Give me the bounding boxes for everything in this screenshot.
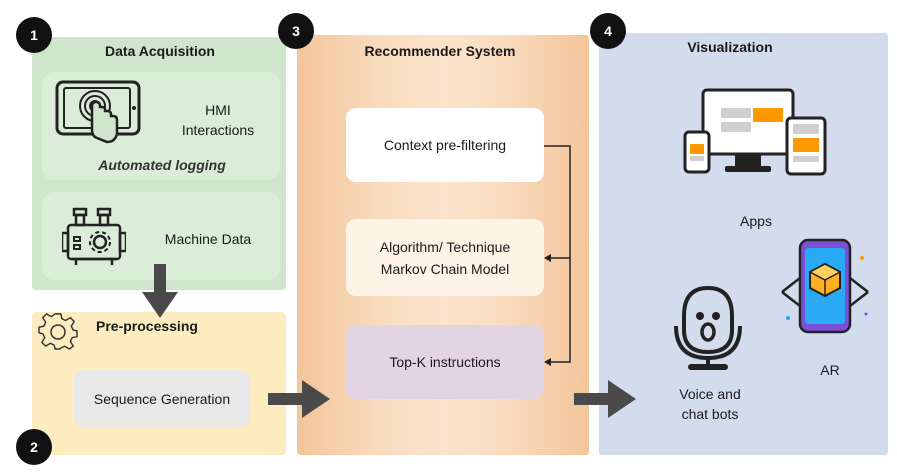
step-number-3: 3 bbox=[278, 13, 314, 49]
touch-tablet-icon bbox=[55, 80, 141, 144]
flow-connector bbox=[544, 145, 571, 366]
gear-icon bbox=[38, 312, 78, 350]
right-arrow-icon bbox=[268, 380, 330, 418]
ar-phone-icon bbox=[781, 238, 869, 334]
sequence-generation-box: Sequence Generation bbox=[74, 370, 250, 427]
voice-assistant-icon bbox=[674, 286, 742, 370]
data-acquisition-title: Data Acquisition bbox=[105, 43, 215, 59]
automated-logging-label: Automated logging bbox=[98, 157, 226, 173]
hmi-card bbox=[42, 72, 280, 180]
visualization-title: Visualization bbox=[687, 39, 773, 55]
context-prefiltering-box: Context pre-filtering bbox=[346, 108, 544, 182]
step-number-1: 1 bbox=[16, 17, 52, 53]
algorithm-box: Algorithm/ Technique Markov Chain Model bbox=[346, 219, 544, 296]
right-arrow-icon bbox=[574, 380, 636, 418]
recommender-system-title: Recommender System bbox=[364, 43, 516, 59]
hmi-interactions-label: HMI Interactions bbox=[181, 102, 255, 138]
topk-instructions-box: Top-K instructions bbox=[346, 325, 544, 399]
step-number-2: 2 bbox=[16, 429, 52, 465]
step-number-4: 4 bbox=[590, 13, 626, 49]
ar-label: AR bbox=[820, 362, 840, 378]
machine-data-label: Machine Data bbox=[164, 231, 252, 247]
apps-label: Apps bbox=[740, 213, 772, 229]
machine-icon bbox=[62, 207, 126, 265]
preprocessing-title: Pre-processing bbox=[96, 318, 198, 334]
voice-chat-bots-label: Voice and chat bots bbox=[679, 386, 741, 422]
devices-icon bbox=[683, 88, 827, 176]
down-arrow-icon bbox=[142, 264, 178, 318]
